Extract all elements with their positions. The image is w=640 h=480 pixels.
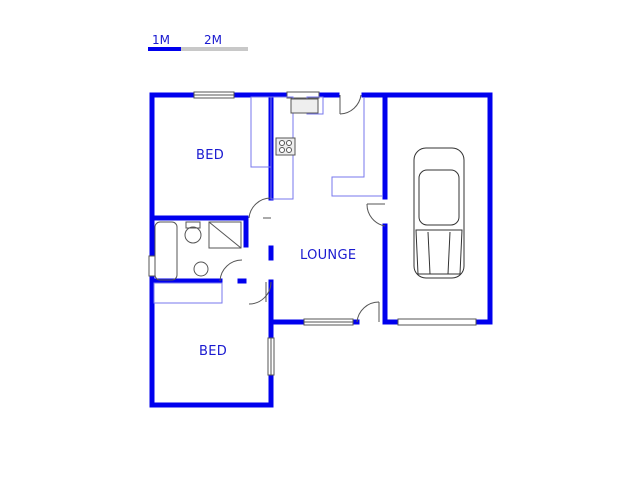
scale-bar-track [148,47,248,51]
kitchen-appliances [275,98,319,156]
bathroom-fixtures [154,221,242,281]
scale-label-1m: 1M [152,33,170,47]
room-label-lounge: LOUNGE [300,248,357,263]
car [413,147,465,279]
scale-bar-fill [148,47,181,51]
scale-label-2m: 2M [204,33,222,47]
room-label-bed-bottom: BED [199,344,228,359]
room-label-bed-top: BED [196,148,225,163]
doors [219,94,386,323]
